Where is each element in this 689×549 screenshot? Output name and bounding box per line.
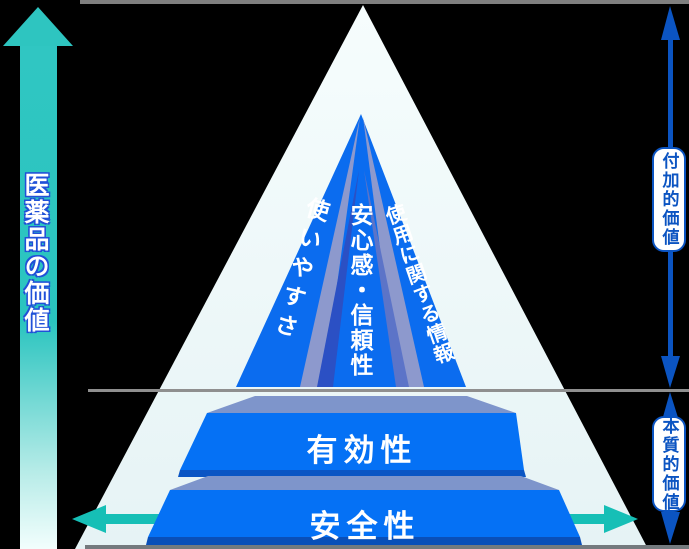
bottom-arrow-right-head-icon xyxy=(604,505,638,533)
segment-separator-left-shade xyxy=(317,170,359,387)
right-upper-arrow-down-head-icon xyxy=(661,356,680,388)
tier-safety-bottom-edge xyxy=(146,537,582,545)
right-upper-arrow-up-head-icon xyxy=(661,6,680,40)
right-axis-lower-badge: 本質的価値 xyxy=(652,416,686,512)
bottom-arrow-left-head-icon xyxy=(72,505,106,533)
left-axis-label: 医薬品の価値 xyxy=(21,172,50,334)
value-divider-line xyxy=(88,389,689,392)
right-axis-lower-label: 本質的価値 xyxy=(658,416,679,512)
tier-safety-top-face xyxy=(170,476,559,490)
tier-safety-group xyxy=(146,476,582,545)
segment-label-reliability: 安心感・信頼性 xyxy=(346,203,372,378)
right-axis-upper-badge: 付加的価値 xyxy=(652,147,686,252)
segment-separator-right-shade xyxy=(364,170,409,387)
left-axis-arrow-shaft xyxy=(20,44,57,549)
tier-efficacy-front-face xyxy=(180,413,524,470)
top-line xyxy=(80,0,689,4)
left-axis-arrow xyxy=(3,7,73,549)
right-lower-arrow-down-head-icon xyxy=(661,512,680,544)
tier-efficacy-bottom-edge xyxy=(178,470,526,477)
segment-separator-right xyxy=(363,117,424,387)
tier-label-safety: 安全性 xyxy=(309,509,421,545)
tier-efficacy-top-face xyxy=(207,396,516,413)
right-axis-upper-label: 付加的価値 xyxy=(658,152,679,247)
segment-separator-left xyxy=(300,117,360,387)
tier-label-efficacy: 有効性 xyxy=(306,433,418,469)
tier-safety-front-face xyxy=(148,490,580,537)
bottom-line xyxy=(85,545,689,549)
tier-efficacy-group xyxy=(178,396,526,477)
upper-segments-group xyxy=(236,114,466,387)
left-axis-arrow-head-icon xyxy=(3,7,73,46)
